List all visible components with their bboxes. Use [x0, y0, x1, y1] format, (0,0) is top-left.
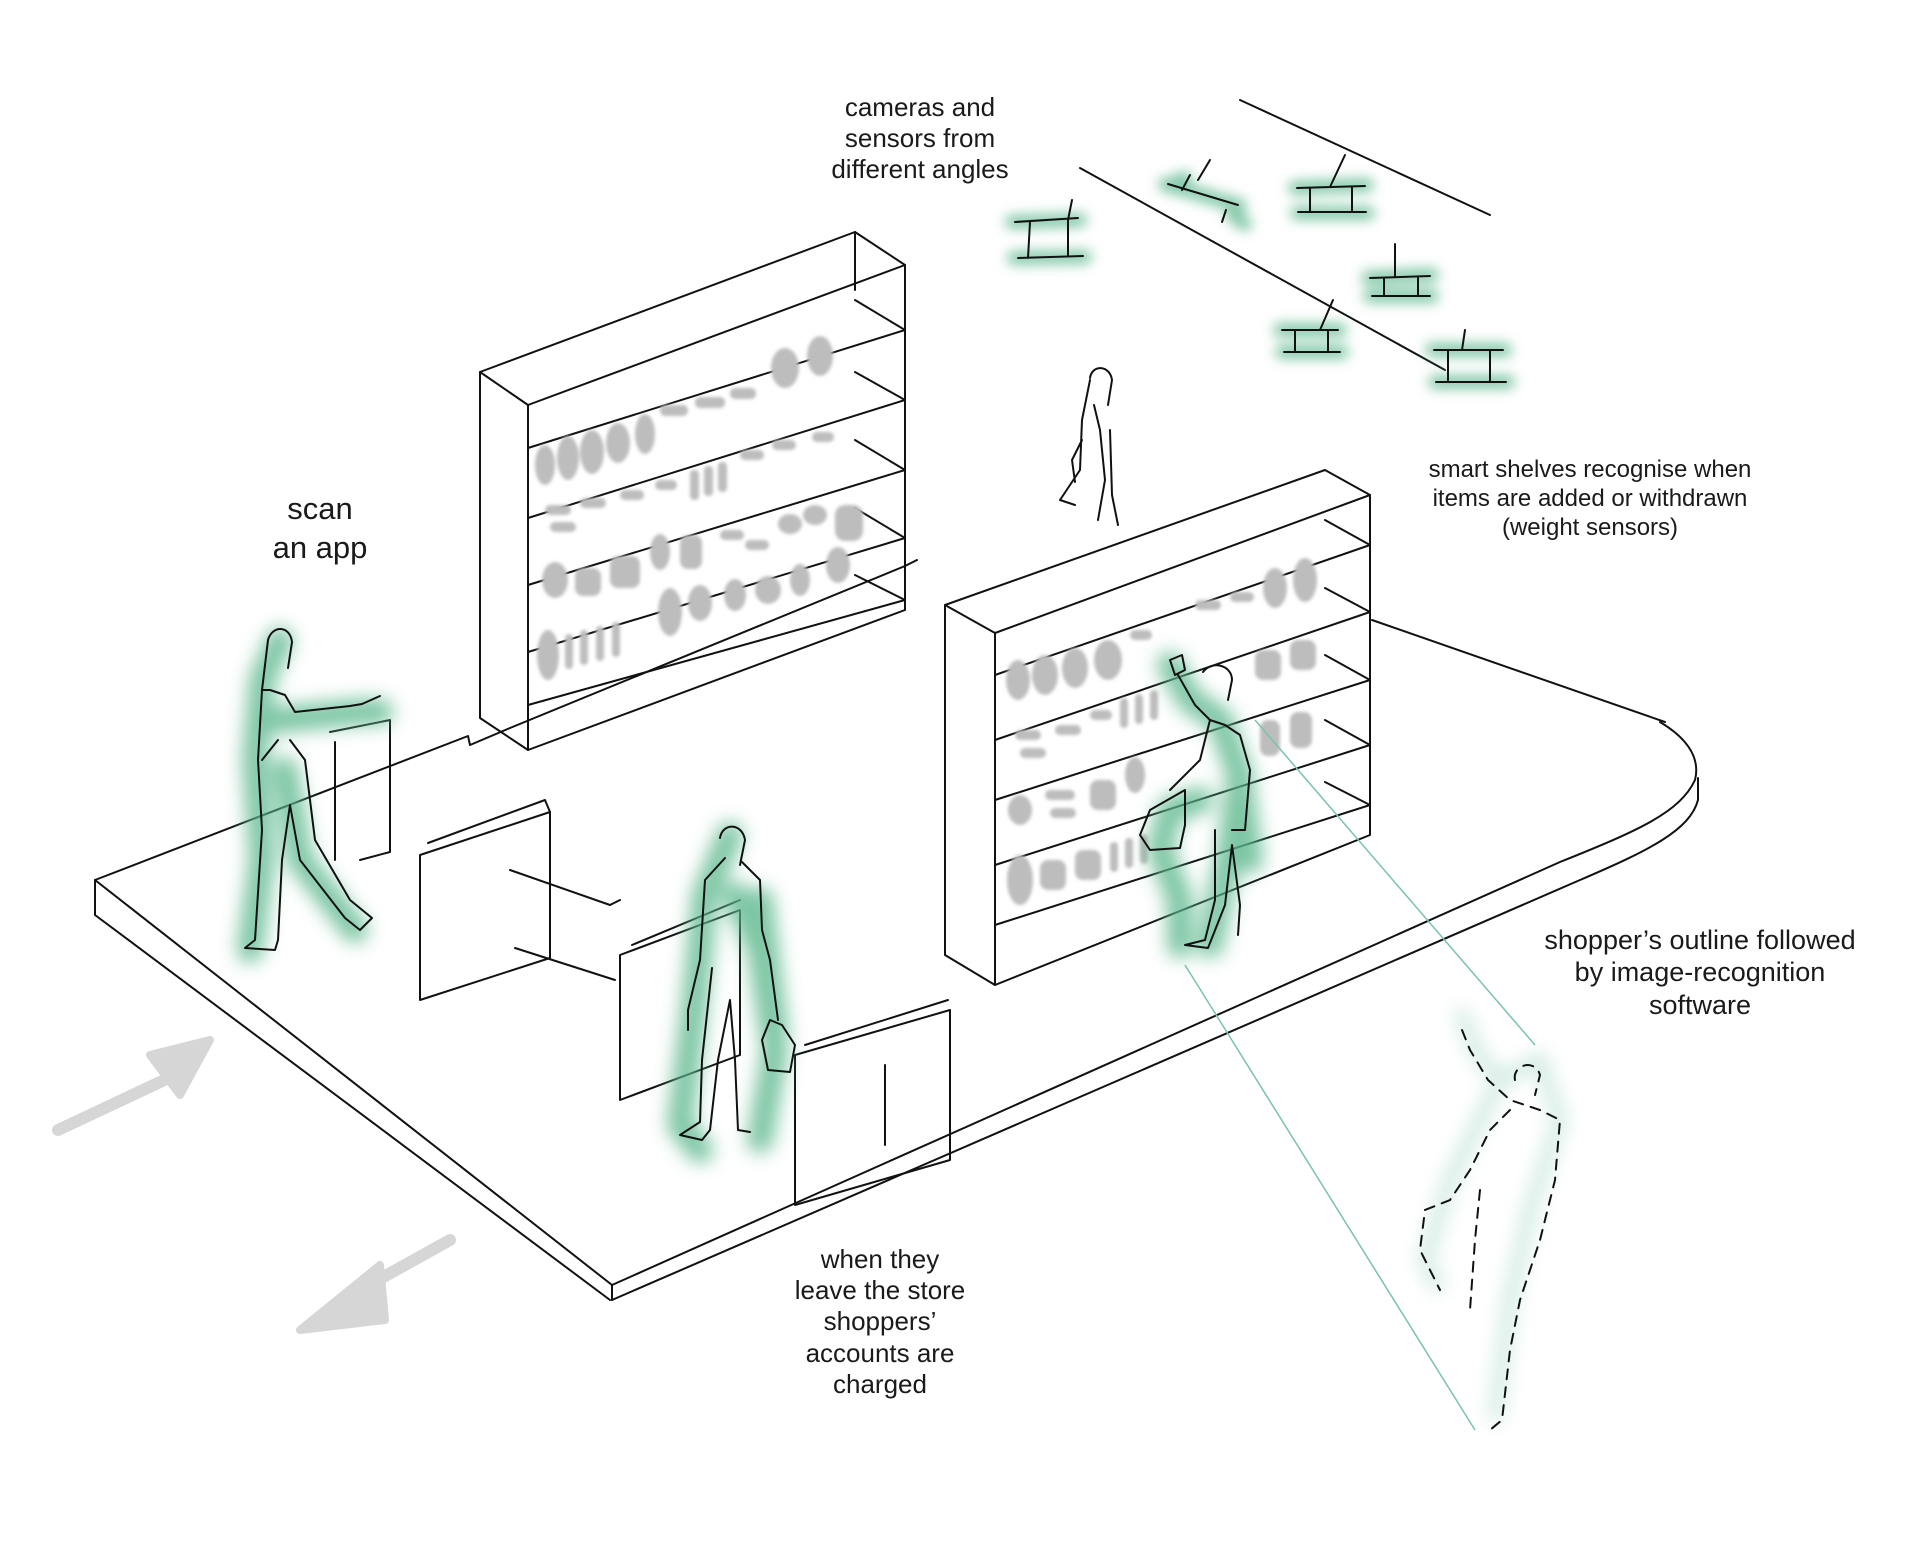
- leave-store-label: when they leave the store shoppers’ acco…: [794, 1244, 966, 1399]
- ceiling-rail: [1079, 99, 1491, 371]
- recognition-sight-lines: [1184, 719, 1536, 1431]
- camera-sensor-icon: [1369, 243, 1431, 297]
- camera-sensor-icon: [1167, 159, 1239, 223]
- shopper-outline-figure: [1418, 1029, 1562, 1431]
- entry-arrow: [52, 1036, 214, 1136]
- shopper-figure: [1139, 654, 1251, 949]
- exit-arrow: [296, 1234, 456, 1334]
- camera-sensor-icon: [1433, 329, 1507, 383]
- shelf-products: [535, 336, 1317, 905]
- cameras-label: cameras and sensors from different angle…: [831, 92, 1009, 185]
- store-floor: [94, 559, 1699, 1301]
- shopper-figure: [1059, 367, 1119, 526]
- smart-shelves-label: smart shelves recognise when items are a…: [1428, 456, 1752, 541]
- camera-sensor-icon: [1281, 299, 1341, 353]
- entry-gates: [329, 719, 951, 1206]
- shopper-figure: [244, 628, 381, 951]
- camera-sensor-icon: [1014, 199, 1084, 259]
- shopper-figure: [679, 825, 796, 1141]
- scan-app-label: scan an app: [272, 491, 368, 565]
- camera-sensor-icon: [1296, 154, 1367, 213]
- outline-label: shopper’s outline followed by image-reco…: [1544, 925, 1856, 1020]
